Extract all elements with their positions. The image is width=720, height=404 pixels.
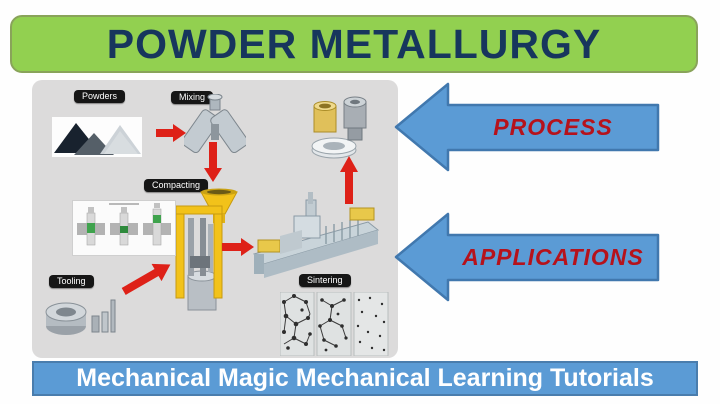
arrow-powders-to-mixing-icon [156, 124, 186, 142]
arrow-tooling-to-press-icon [121, 263, 171, 295]
tooling-image [44, 290, 126, 345]
title-banner: POWDER METALLURGY [10, 15, 698, 73]
finished-products-image [308, 92, 370, 165]
micrographs-image [279, 291, 390, 361]
applications-arrow: APPLICATIONS [394, 212, 660, 302]
compaction-inset-image [72, 200, 176, 256]
mixing-label: Mixing [171, 91, 214, 104]
footer-bar: Mechanical Magic Mechanical Learning Tut… [32, 361, 698, 396]
arrow-mixing-to-compacting-icon [204, 142, 222, 182]
process-arrow-label: PROCESS [493, 114, 613, 140]
powders-image [52, 117, 142, 157]
process-arrow: PROCESS [394, 82, 660, 172]
mixer-icon [181, 93, 249, 165]
powders-label: Powders [74, 90, 126, 103]
press-icon [174, 204, 226, 321]
sintering-label: Sintering [299, 274, 351, 287]
left-arrow-icon [394, 82, 660, 172]
applications-arrow-label: APPLICATIONS [462, 244, 644, 270]
arrow-press-to-furnace-icon [222, 238, 254, 256]
tooling-label: Tooling [49, 275, 94, 288]
arrow-furnace-to-products-icon [340, 156, 358, 204]
process-diagram-panel: Powders Mixing Compacting Tooling Sinter… [32, 80, 398, 358]
page-title: POWDER METALLURGY [106, 20, 602, 67]
compacting-label: Compacting [144, 179, 209, 192]
footer-text: Mechanical Magic Mechanical Learning Tut… [76, 364, 654, 392]
powder-piles-icon [54, 123, 141, 155]
left-arrow-icon [394, 212, 660, 302]
furnace-icon [250, 192, 382, 289]
